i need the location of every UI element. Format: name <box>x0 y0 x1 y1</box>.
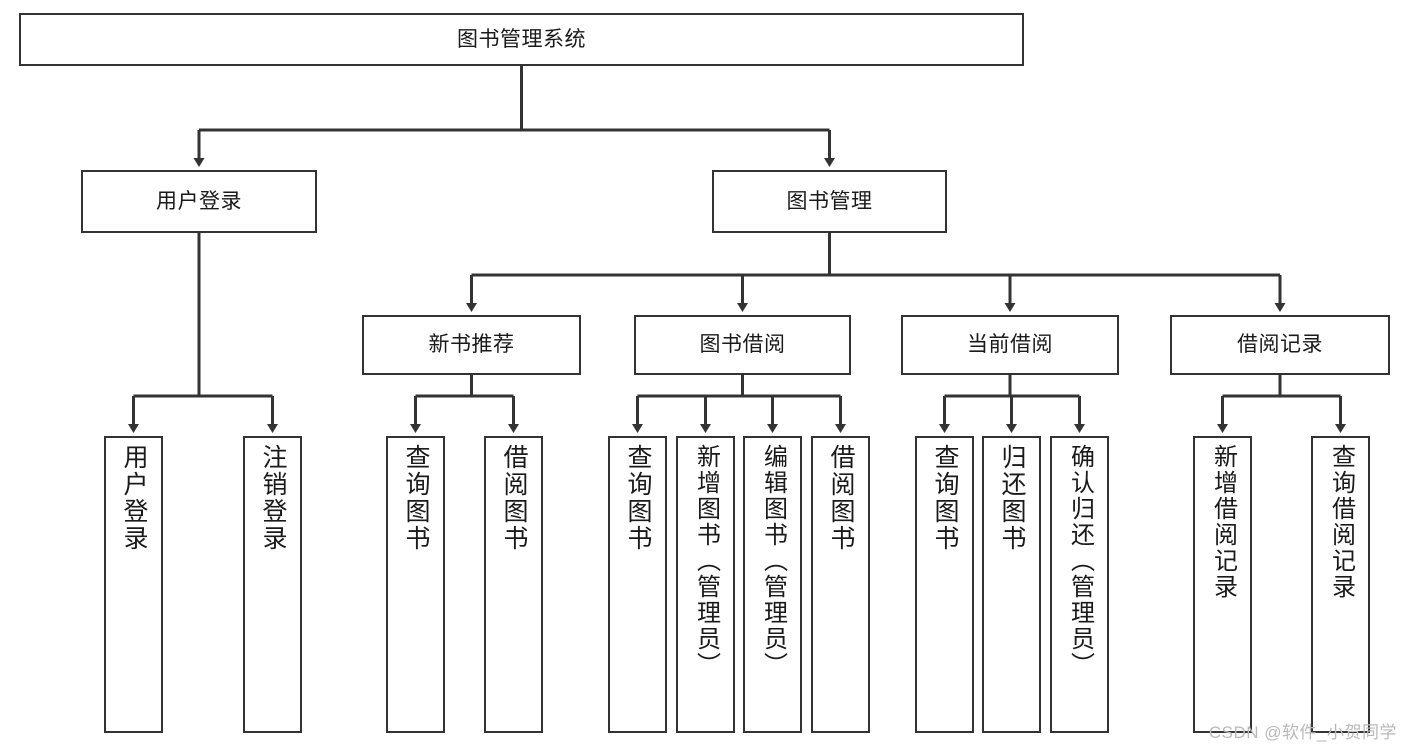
node-label: 查询图书 <box>931 444 959 552</box>
node-label: 新增借阅记录 <box>1209 444 1237 600</box>
node-book-manage: 图书管理 <box>712 170 947 233</box>
node-label: 用户登录 <box>156 189 242 213</box>
node-label: 新书推荐 <box>428 333 515 357</box>
node-leaf-borrow-book-1: 借阅图书 <box>484 436 543 733</box>
node-label: 编辑图书（管理员） <box>759 444 787 678</box>
node-leaf-query-book-2: 查询图书 <box>608 436 667 733</box>
node-leaf-borrow-book-2: 借阅图书 <box>811 436 870 733</box>
node-leaf-add-book: 新增图书（管理员） <box>676 436 735 733</box>
node-leaf-user-login: 用户登录 <box>104 436 163 733</box>
node-label: 新增图书（管理员） <box>692 444 720 678</box>
node-current-borrow: 当前借阅 <box>901 315 1119 375</box>
node-leaf-return-book: 归还图书 <box>982 436 1041 733</box>
node-leaf-edit-book: 编辑图书（管理员） <box>743 436 802 733</box>
node-label: 图书管理 <box>786 189 873 213</box>
node-label: 借阅图书 <box>827 444 855 552</box>
csdn-watermark: CSDN @软件_小贺同学 <box>1208 723 1397 742</box>
node-leaf-query-record: 查询借阅记录 <box>1311 436 1370 733</box>
node-label: 图书借阅 <box>699 333 786 357</box>
node-leaf-confirm-return: 确认归还（管理员） <box>1050 436 1109 733</box>
node-label: 归还图书 <box>998 444 1026 552</box>
node-label: 图书管理系统 <box>457 27 586 51</box>
node-leaf-query-book-3: 查询图书 <box>915 436 974 733</box>
node-label: 借阅图书 <box>500 444 528 552</box>
node-label: 确认归还（管理员） <box>1066 444 1094 678</box>
node-new-book-recommend: 新书推荐 <box>362 315 581 375</box>
node-leaf-query-book-1: 查询图书 <box>386 436 445 733</box>
node-borrow-record: 借阅记录 <box>1170 315 1390 375</box>
node-label: 当前借阅 <box>967 333 1053 357</box>
node-label: 查询借阅记录 <box>1327 444 1355 600</box>
node-label: 查询图书 <box>402 444 430 552</box>
node-book-borrow: 图书借阅 <box>634 315 851 375</box>
node-root: 图书管理系统 <box>19 13 1024 66</box>
node-user-login: 用户登录 <box>81 170 317 233</box>
node-label: 查询图书 <box>624 444 652 552</box>
node-label: 注销登录 <box>259 444 287 552</box>
node-label: 借阅记录 <box>1237 333 1323 357</box>
node-label: 用户登录 <box>120 444 148 552</box>
node-leaf-add-record: 新增借阅记录 <box>1193 436 1252 733</box>
node-leaf-logout: 注销登录 <box>243 436 302 733</box>
